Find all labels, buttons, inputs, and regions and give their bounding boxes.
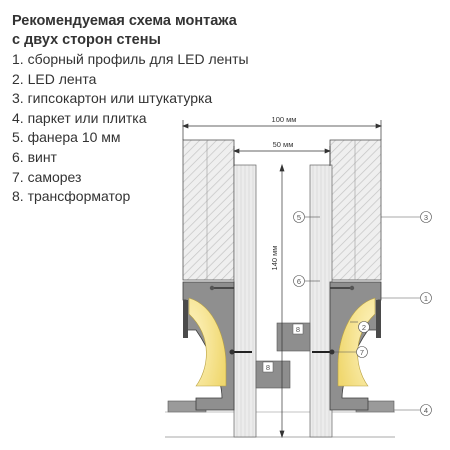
svg-text:7: 7 xyxy=(360,348,364,357)
svg-text:3: 3 xyxy=(424,213,428,222)
callout-7: 7 xyxy=(334,346,368,358)
legend-item-plywood: 5. фанера 10 мм xyxy=(12,129,121,146)
callout-3: 3 xyxy=(381,211,432,223)
drywall-right xyxy=(329,139,382,281)
dimension-inner-width-label: 50 мм xyxy=(273,140,294,149)
svg-text:4: 4 xyxy=(424,406,428,415)
callout-5: 5 xyxy=(293,211,320,223)
svg-text:1: 1 xyxy=(424,294,428,303)
led-profile-left xyxy=(182,281,235,411)
svg-text:2: 2 xyxy=(362,323,366,332)
screw-right xyxy=(330,285,355,291)
transformer-upper xyxy=(276,322,311,352)
self-tapping-screw-left xyxy=(229,349,252,355)
svg-text:8: 8 xyxy=(266,363,270,372)
callout-4: 4 xyxy=(394,404,432,416)
callout-6: 6 xyxy=(293,275,320,287)
plywood-right xyxy=(309,164,333,438)
screw-left xyxy=(209,285,234,291)
dimension-height xyxy=(279,163,285,439)
callout-2: 2 xyxy=(350,321,370,333)
legend-item-led-strip: 2. LED лента xyxy=(12,70,97,87)
dimension-inner-width xyxy=(233,146,331,166)
svg-text:5: 5 xyxy=(297,213,301,222)
legend-item-flooring: 4. паркет или плитка xyxy=(12,109,147,126)
dimension-total-width xyxy=(182,120,382,140)
callout-8-upper: 8 xyxy=(292,323,304,335)
legend-title-line2: с двух сторон стены xyxy=(12,32,161,48)
legend: Рекомендуемая схема монтажа с двух сторо… xyxy=(12,12,249,207)
legend-item-self-tapping-screw: 7. саморез xyxy=(12,168,82,185)
callout-8-lower: 8 xyxy=(262,361,274,373)
drywall-left xyxy=(182,139,235,281)
dimension-total-width-label: 100 мм xyxy=(272,115,297,124)
legend-item-screw: 6. винт xyxy=(12,148,57,165)
svg-text:8: 8 xyxy=(296,325,300,334)
svg-text:6: 6 xyxy=(297,277,301,286)
dimension-height-label: 140 мм xyxy=(270,246,279,271)
legend-title-line1: Рекомендуемая схема монтажа xyxy=(12,13,237,29)
legend-item-transformer: 8. трансформатор xyxy=(12,188,131,205)
plywood-left xyxy=(233,164,257,438)
callout-1: 1 xyxy=(381,292,432,304)
self-tapping-screw-right xyxy=(312,349,335,355)
legend-item-profile: 1. сборный профиль для LED ленты xyxy=(12,51,249,67)
floor xyxy=(165,400,395,438)
led-profile-right xyxy=(329,281,382,411)
legend-item-drywall: 3. гипсокартон или штукатурка xyxy=(12,90,213,107)
